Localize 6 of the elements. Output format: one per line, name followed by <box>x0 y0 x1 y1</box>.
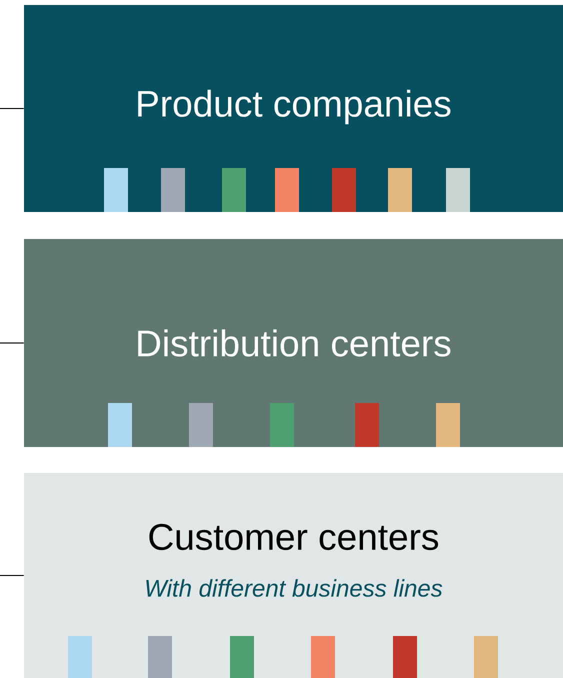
connector-line <box>0 342 24 344</box>
connector-line <box>0 575 24 576</box>
category-box: Customer centers With different business lines <box>24 473 563 678</box>
category-box: Product companies <box>24 5 563 212</box>
connector-line <box>0 108 24 109</box>
category-box: Distribution centers <box>24 239 563 447</box>
